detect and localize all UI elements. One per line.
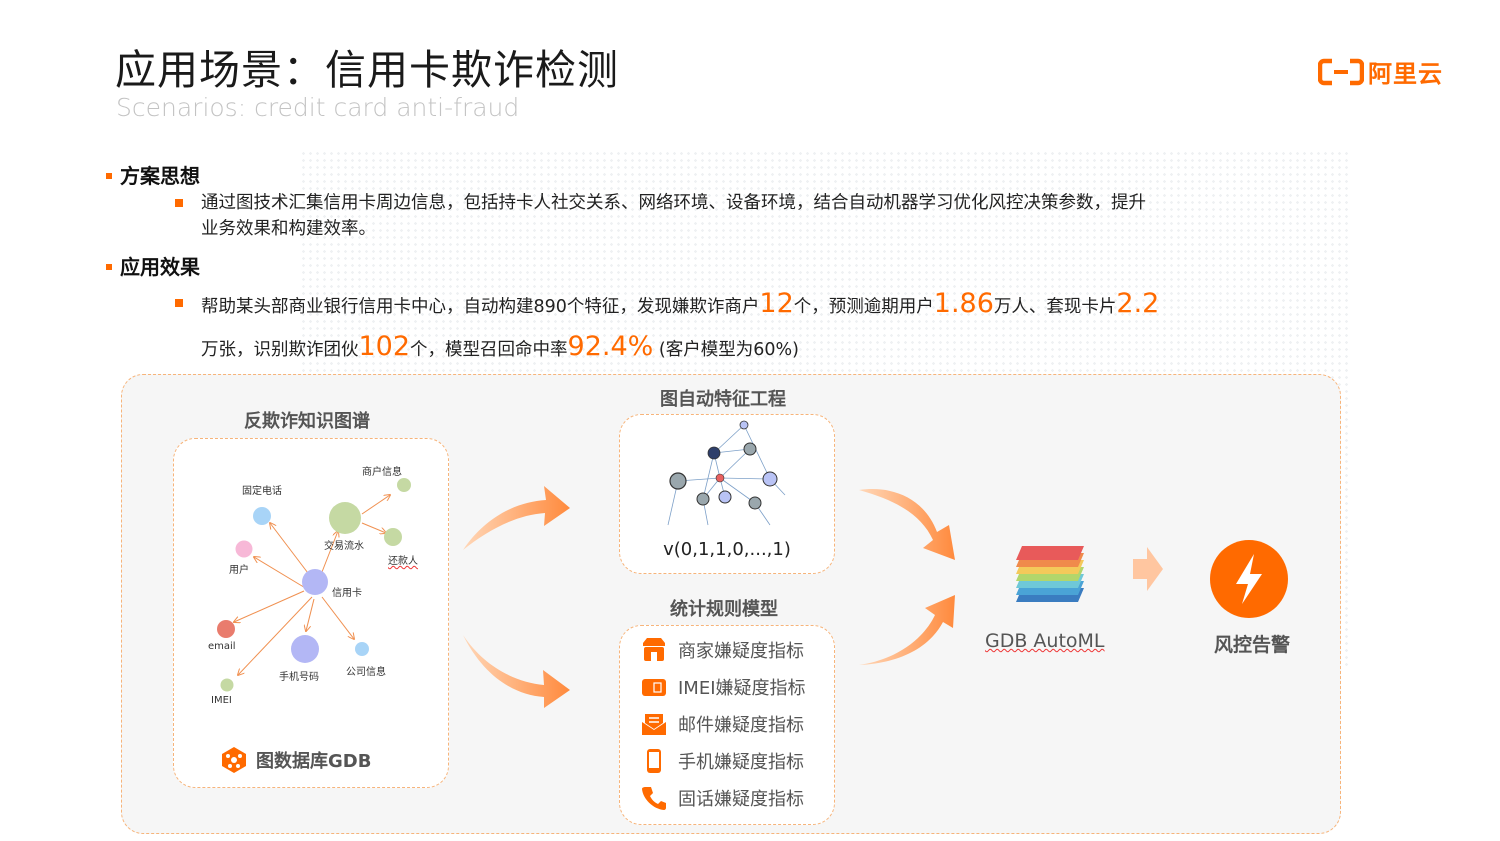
kg-label-repayer: 还款人 <box>388 556 418 567</box>
kg-label-card: 信用卡 <box>332 588 362 599</box>
stat-merchants: 12 <box>759 288 794 319</box>
feature-vector: v(0,1,1,0,...,1) <box>663 539 791 560</box>
kg-node-user <box>235 540 253 558</box>
kg-label-user: 用户 <box>229 565 249 576</box>
page-subtitle: Scenarios: credit card anti-fraud <box>116 93 520 122</box>
shop-icon <box>640 636 668 664</box>
square-bullet-icon <box>106 263 112 270</box>
square-bullet-icon <box>175 199 183 207</box>
feature-graph <box>667 420 786 526</box>
knowledge-graph-box: 商户信息 固定电话 交易流水 还款人 用户 信用卡 email 手机号码 公司信… <box>173 438 449 788</box>
rule-item-merchant: 商家嫌疑度指标 <box>640 636 804 664</box>
kg-node-imei <box>220 678 234 692</box>
section-heading-approach: 方案思想 <box>106 160 200 189</box>
rule-item-mobile: 手机嫌疑度指标 <box>640 747 804 775</box>
flow-arrows-right <box>859 489 955 665</box>
automl-layers-icon <box>1016 546 1084 602</box>
gdb-hexagon-icon <box>222 747 246 773</box>
results-text: 帮助某头部商业银行信用卡中心，自动构建890个特征，发现嫌欺诈商户12个，预测逾… <box>201 288 1160 362</box>
knowledge-graph <box>217 478 411 692</box>
stat-fraud-groups: 102 <box>358 331 411 362</box>
square-bullet-icon <box>175 299 183 307</box>
automl-label: GDB AutoML <box>985 630 1105 652</box>
flow-arrows-left <box>463 486 570 708</box>
kg-label-imei: IMEI <box>211 695 232 706</box>
rule-item-mail: 邮件嫌疑度指标 <box>640 710 804 738</box>
mail-icon <box>640 710 668 738</box>
sim-card-icon <box>640 673 668 701</box>
stat-cashout-cards: 2.2 <box>1116 288 1160 319</box>
kg-node-transaction <box>329 502 361 534</box>
aliyun-logo-text: 阿里云 <box>1368 60 1443 88</box>
approach-text: 通过图技术汇集信用卡周边信息，包括持卡人社交关系、网络环境、设备环境，结合自动机… <box>201 193 1146 239</box>
kg-label-company: 公司信息 <box>346 667 386 678</box>
kg-label-transaction: 交易流水 <box>324 541 364 552</box>
mobile-phone-icon <box>640 747 668 775</box>
lightning-alert-icon <box>1210 540 1288 618</box>
kg-node-email <box>217 620 235 638</box>
rules-title: 统计规则模型 <box>670 599 778 620</box>
kg-title: 反欺诈知识图谱 <box>244 411 370 432</box>
arrow-feature-to-automl <box>859 489 955 560</box>
kg-node-repayer <box>384 528 402 546</box>
kg-node-landline <box>253 507 271 525</box>
page-title: 应用场景：信用卡欺诈检测 <box>115 46 619 94</box>
rule-item-imei: IMEI嫌疑度指标 <box>640 673 806 701</box>
feature-engineering-box: v(0,1,1,0,...,1) <box>619 414 835 574</box>
stat-recall-rate: 92.4% <box>567 331 654 362</box>
alert-label: 风控告警 <box>1214 634 1291 656</box>
kg-label-merchant: 商户信息 <box>362 467 402 478</box>
rule-item-landline: 固话嫌疑度指标 <box>640 784 804 812</box>
arrow-to-rule-model <box>463 635 570 708</box>
feature-title: 图自动特征工程 <box>660 389 786 410</box>
kg-node-company <box>355 642 369 656</box>
kg-label-email: email <box>208 641 236 652</box>
stat-overdue-users: 1.86 <box>933 288 994 319</box>
square-bullet-icon <box>106 172 112 179</box>
gdb-footer: 图数据库GDB <box>220 746 371 774</box>
section-heading-results: 应用效果 <box>106 251 200 280</box>
kg-node-phone <box>291 635 319 663</box>
aliyun-logo: 阿里云 <box>1317 54 1443 89</box>
telephone-icon <box>640 784 668 812</box>
arrow-to-feature-engineering <box>463 486 570 550</box>
kg-node-card <box>302 569 328 595</box>
kg-label-phone: 手机号码 <box>279 672 319 683</box>
kg-label-landline: 固定电话 <box>242 486 282 497</box>
kg-node-merchant <box>397 478 411 492</box>
arrow-to-alert <box>1133 547 1163 591</box>
aliyun-logo-icon <box>1317 58 1365 86</box>
arrow-rules-to-automl <box>859 595 955 665</box>
